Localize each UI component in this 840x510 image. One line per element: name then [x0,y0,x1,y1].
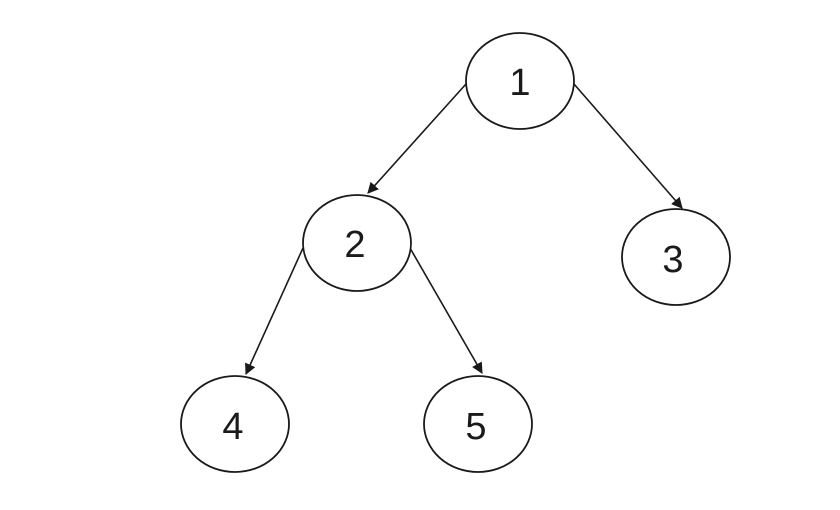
edges-group [245,83,683,376]
node-3-label: 3 [662,239,683,281]
edge-2-4 [245,247,304,376]
node-2-label: 2 [344,224,365,266]
tree-node-5: 5 [423,375,533,473]
tree-node-3: 3 [621,208,731,306]
node-4-label: 4 [222,406,243,448]
node-2-ellipse [302,194,412,292]
node-4-ellipse [180,375,290,473]
node-1-ellipse [465,32,575,130]
tree-node-4: 4 [180,375,290,473]
tree-node-1: 1 [465,32,575,130]
edge-1-3 [573,83,683,209]
node-5-ellipse [423,375,533,473]
node-5-label: 5 [465,406,486,448]
node-1-label: 1 [509,62,530,104]
edge-1-2 [367,83,467,194]
edge-2-5 [409,247,483,374]
node-3-ellipse [621,208,731,306]
tree-node-2: 2 [302,194,412,292]
